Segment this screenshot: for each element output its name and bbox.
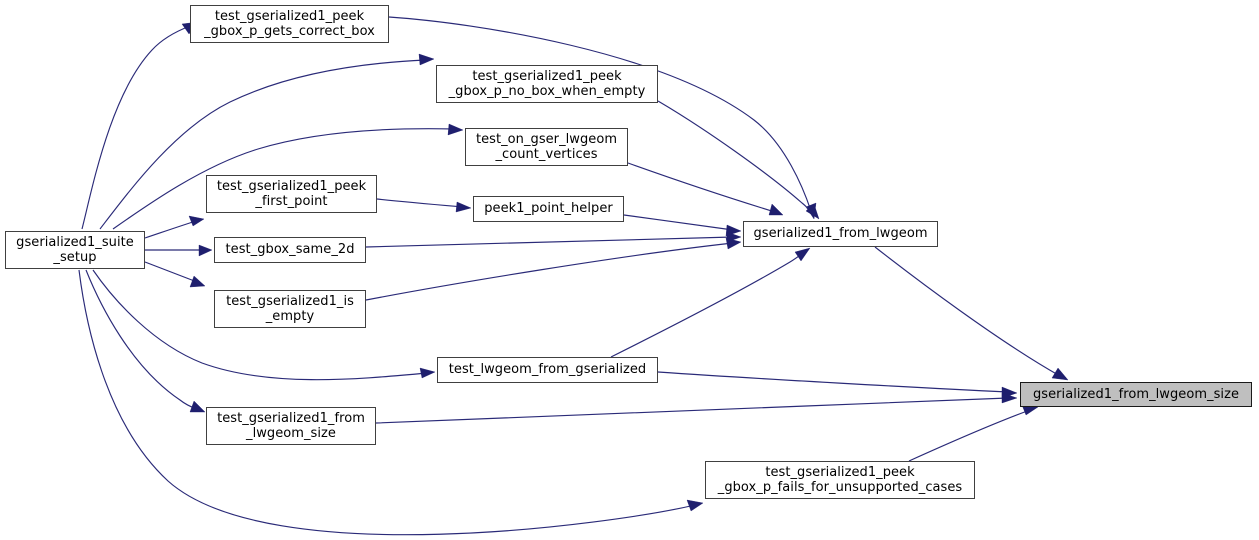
edge-test_lwgeom_from_gserialized-to-gserialized1_from_lwgeom bbox=[610, 247, 811, 358]
arrowhead-icon bbox=[198, 244, 213, 257]
arrowhead-icon bbox=[189, 400, 206, 413]
arrowhead-icon bbox=[725, 237, 742, 250]
edge-line bbox=[376, 198, 464, 208]
graph-node-label: test_lwgeom_from_gserialized bbox=[448, 362, 647, 378]
graph-node-peek1_point_helper[interactable]: peek1_point_helper bbox=[473, 196, 624, 222]
edge-gserialized1_from_lwgeom-to-gserialized1_from_lwgeom_size bbox=[874, 246, 1069, 381]
edge-gserialized1_suite_setup-to-test_gserialized1_peek_first_point bbox=[144, 215, 205, 239]
edge-line bbox=[78, 269, 696, 536]
graph-node-label: test_gserialized1_is _empty bbox=[226, 293, 354, 325]
edge-test_gserialized1_peek_first_point-to-peek1_point_helper bbox=[376, 198, 472, 213]
edge-line bbox=[627, 162, 776, 213]
graph-node-gserialized1_suite_setup[interactable]: gserialized1_suite _setup bbox=[5, 231, 145, 269]
edge-line bbox=[388, 16, 812, 212]
graph-node-label: peek1_point_helper bbox=[484, 201, 613, 217]
edge-line bbox=[657, 100, 814, 214]
graph-node-label: test_gbox_same_2d bbox=[225, 242, 355, 258]
edge-test_gserialized1_is_empty-to-gserialized1_from_lwgeom bbox=[365, 237, 742, 301]
edge-line bbox=[144, 261, 198, 283]
graph-node-label: test_gserialized1_from _lwgeom_size bbox=[217, 410, 365, 442]
edge-line bbox=[874, 246, 1061, 377]
graph-node-label: test_gserialized1_peek _first_point bbox=[216, 178, 367, 210]
edge-line bbox=[657, 371, 1009, 393]
graph-node-label: test_on_gser_lwgeom _count_vertices bbox=[475, 131, 618, 163]
graph-node-test_gserialized1_peek_first_point[interactable]: test_gserialized1_peek _first_point bbox=[206, 175, 377, 213]
edge-line bbox=[610, 252, 804, 358]
arrowhead-icon bbox=[418, 53, 435, 66]
arrowhead-icon bbox=[1051, 367, 1069, 381]
arrowhead-icon bbox=[419, 367, 436, 379]
edge-gserialized1_suite_setup-to-test_lwgeom_from_gserialized bbox=[92, 269, 436, 381]
edge-gserialized1_suite_setup-to-test_on_gser_lwgeom_count_vertices bbox=[112, 123, 464, 230]
edge-gserialized1_suite_setup-to-test_gserialized1_peek_gbox_p_fails_for_unsupported_cases bbox=[78, 269, 704, 536]
graph-node-test_gserialized1_peek_gbox_p_gets_correct_box[interactable]: test_gserialized1_peek _gbox_p_gets_corr… bbox=[190, 5, 389, 43]
arrowhead-icon bbox=[768, 203, 784, 216]
edge-line bbox=[365, 236, 734, 248]
arrowhead-icon bbox=[805, 203, 820, 220]
edge-line bbox=[365, 242, 734, 301]
edge-test_gserialized1_from_lwgeom_size-to-gserialized1_from_lwgeom_size bbox=[375, 392, 1018, 424]
graph-node-test_gserialized1_is_empty[interactable]: test_gserialized1_is _empty bbox=[214, 290, 366, 328]
edge-line bbox=[85, 269, 198, 410]
graph-node-label: gserialized1_from_lwgeom_size bbox=[1032, 386, 1240, 402]
graph-node-gserialized1_from_lwgeom_size[interactable]: gserialized1_from_lwgeom_size bbox=[1020, 382, 1252, 407]
edge-line bbox=[144, 220, 197, 239]
edge-test_gserialized1_peek_gbox_p_no_box_when_empty-to-gserialized1_from_lwgeom bbox=[657, 100, 820, 220]
graph-node-test_gserialized1_peek_gbox_p_no_box_when_empty[interactable]: test_gserialized1_peek _gbox_p_no_box_wh… bbox=[436, 65, 658, 103]
edge-line bbox=[623, 214, 734, 231]
graph-node-label: test_gserialized1_peek _gbox_p_fails_for… bbox=[717, 464, 963, 496]
edge-line bbox=[908, 409, 1031, 462]
edge-test_lwgeom_from_gserialized-to-gserialized1_from_lwgeom_size bbox=[657, 371, 1018, 399]
arrowhead-icon bbox=[455, 201, 472, 213]
arrowhead-icon bbox=[447, 123, 464, 136]
graph-node-test_lwgeom_from_gserialized[interactable]: test_lwgeom_from_gserialized bbox=[437, 357, 658, 383]
edge-gserialized1_suite_setup-to-test_gserialized1_from_lwgeom_size bbox=[85, 269, 206, 413]
edge-line bbox=[81, 25, 191, 230]
edge-gserialized1_suite_setup-to-test_gserialized1_peek_gbox_p_no_box_when_empty bbox=[99, 53, 435, 230]
edge-gserialized1_suite_setup-to-test_gbox_same_2d bbox=[145, 244, 213, 257]
graph-node-label: test_gserialized1_peek _gbox_p_gets_corr… bbox=[204, 8, 375, 40]
edge-test_gserialized1_peek_gbox_p_fails_for_unsupported_cases-to-gserialized1_from_lwgeom_size bbox=[908, 404, 1039, 462]
graph-node-label: gserialized1_suite _setup bbox=[16, 234, 134, 266]
edge-line bbox=[99, 59, 426, 230]
graph-node-test_gserialized1_peek_gbox_p_fails_for_unsupported_cases[interactable]: test_gserialized1_peek _gbox_p_fails_for… bbox=[705, 461, 975, 499]
graph-node-test_gserialized1_from_lwgeom_size[interactable]: test_gserialized1_from _lwgeom_size bbox=[206, 407, 376, 445]
edge-test_gserialized1_peek_gbox_p_gets_correct_box-to-gserialized1_from_lwgeom bbox=[388, 16, 817, 220]
arrowhead-icon bbox=[686, 499, 704, 512]
edge-test_on_gser_lwgeom_count_vertices-to-gserialized1_from_lwgeom bbox=[627, 162, 784, 216]
edge-line bbox=[375, 397, 1009, 424]
edge-peek1_point_helper-to-gserialized1_from_lwgeom bbox=[623, 214, 742, 237]
edge-gserialized1_suite_setup-to-test_gserialized1_is_empty bbox=[144, 261, 206, 288]
edge-line bbox=[92, 269, 428, 381]
graph-node-label: gserialized1_from_lwgeom bbox=[753, 226, 928, 242]
arrowhead-icon bbox=[1001, 392, 1018, 404]
arrowhead-icon bbox=[188, 215, 205, 227]
edge-test_gbox_same_2d-to-gserialized1_from_lwgeom bbox=[365, 231, 742, 248]
arrowhead-icon bbox=[189, 275, 206, 288]
graph-node-label: test_gserialized1_peek _gbox_p_no_box_wh… bbox=[448, 68, 646, 100]
edge-line bbox=[112, 128, 456, 230]
arrowhead-icon bbox=[794, 247, 811, 262]
graph-node-test_on_gser_lwgeom_count_vertices[interactable]: test_on_gser_lwgeom _count_vertices bbox=[465, 128, 628, 166]
edge-gserialized1_suite_setup-to-test_gserialized1_peek_gbox_p_gets_correct_box bbox=[81, 21, 199, 230]
graph-node-test_gbox_same_2d[interactable]: test_gbox_same_2d bbox=[214, 237, 366, 263]
graph-node-gserialized1_from_lwgeom[interactable]: gserialized1_from_lwgeom bbox=[743, 221, 938, 247]
